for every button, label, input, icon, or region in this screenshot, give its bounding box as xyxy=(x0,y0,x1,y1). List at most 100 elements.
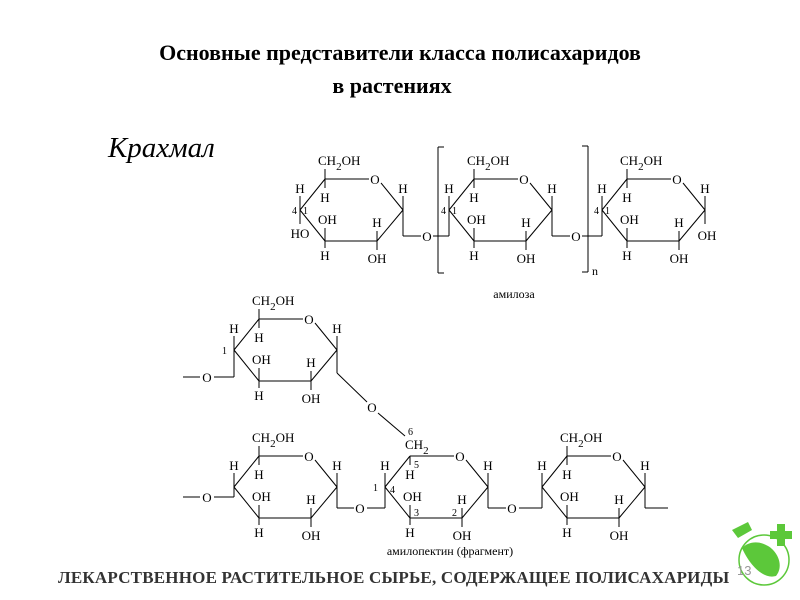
h-label: H xyxy=(229,321,238,336)
carbon-number: 5 xyxy=(414,460,419,471)
ch2oh-group-part: CH xyxy=(252,430,270,445)
glycosidic-oxygen: O xyxy=(422,229,431,244)
ch2-group-part: CH xyxy=(405,437,423,452)
ring-bond xyxy=(465,459,489,488)
h-label: H xyxy=(640,458,649,473)
h-label: H xyxy=(622,190,631,205)
ring-bond xyxy=(384,486,411,519)
h-label: H xyxy=(229,458,238,473)
oh-label: OH xyxy=(368,251,387,266)
glycosidic-oxygen: O xyxy=(202,490,211,505)
h-label: H xyxy=(398,181,407,196)
bond-line xyxy=(336,372,368,403)
h-label: H xyxy=(537,458,546,473)
oh-label: OH xyxy=(560,489,579,504)
h-label: H xyxy=(295,181,304,196)
h-label: H xyxy=(562,525,571,540)
h-label: H xyxy=(405,525,414,540)
ring-bond xyxy=(384,455,411,488)
carbon-number: 4 xyxy=(441,206,446,217)
ch2oh-group-part: OH xyxy=(584,430,603,445)
ch2oh-group-part: OH xyxy=(276,430,295,445)
amylose-caption: амилоза xyxy=(493,287,535,301)
h-label: H xyxy=(306,355,315,370)
h-label: H xyxy=(483,458,492,473)
glycosidic-oxygen: O xyxy=(355,501,364,516)
h-label: H xyxy=(254,388,263,403)
ring-bond xyxy=(233,349,260,382)
ch2oh-group-part: CH xyxy=(467,153,485,168)
h-label: H xyxy=(254,525,263,540)
h-label: H xyxy=(332,321,341,336)
bond-line xyxy=(377,412,406,437)
oh-label: OH xyxy=(302,391,321,406)
carbon-number: 2 xyxy=(452,508,457,519)
carbon-number: 1 xyxy=(222,346,227,357)
ring-oxygen: O xyxy=(455,449,464,464)
page-number: 13 xyxy=(737,563,752,578)
oh-label: OH xyxy=(453,528,472,543)
h-label: H xyxy=(614,492,623,507)
ch2oh-group-part: 2 xyxy=(336,161,342,173)
h-label: H xyxy=(521,215,530,230)
slide-title-line2: в растениях xyxy=(332,73,452,98)
ch2oh-group: CH2OH xyxy=(467,153,509,173)
h-label: H xyxy=(254,467,263,482)
h-label: H xyxy=(254,330,263,345)
h-label: H xyxy=(547,181,556,196)
oh-label: OH xyxy=(318,212,337,227)
ch2oh-group: CH2OH xyxy=(560,430,602,450)
ch2oh-group-part: OH xyxy=(491,153,510,168)
ring-bond xyxy=(299,178,326,211)
oh-label: OH xyxy=(517,251,536,266)
ch2oh-group-part: CH xyxy=(252,293,270,308)
h-label: H xyxy=(469,248,478,263)
carbon-number: 1 xyxy=(373,483,378,494)
ring-bond xyxy=(376,209,404,242)
amylopectin-caption: амилопектин (фрагмент) xyxy=(387,544,513,558)
h-label: H xyxy=(622,248,631,263)
oh-label: OH xyxy=(403,489,422,504)
oh-label: OH xyxy=(252,352,271,367)
ring-bond xyxy=(310,349,338,382)
ring-bond xyxy=(314,459,338,488)
ch2oh-group: CH2OH xyxy=(620,153,662,173)
oh-label: OH xyxy=(302,528,321,543)
slide-title-line1: Основные представители класса полисахари… xyxy=(159,40,641,65)
carbon-number: 4 xyxy=(292,206,297,217)
h-label: H xyxy=(332,458,341,473)
h-label: H xyxy=(444,181,453,196)
oh-label: OH xyxy=(610,528,629,543)
ch2oh-group-part: OH xyxy=(342,153,361,168)
ring-bond xyxy=(601,178,628,211)
ring-bond xyxy=(529,182,553,211)
ch2oh-group-part: OH xyxy=(644,153,663,168)
ring-oxygen: O xyxy=(612,449,621,464)
oh-label: OH xyxy=(698,228,717,243)
h-label: H xyxy=(320,248,329,263)
ho-label: HO xyxy=(291,226,310,241)
glycosidic-oxygen: O xyxy=(507,501,516,516)
ch2oh-group-part: 2 xyxy=(485,161,491,173)
glycosidic-oxygen: O xyxy=(367,400,376,415)
ring-oxygen: O xyxy=(304,312,313,327)
h-label: H xyxy=(469,190,478,205)
h-label: H xyxy=(372,215,381,230)
ch2oh-group: CH2OH xyxy=(318,153,360,173)
carbon-number: 3 xyxy=(414,508,419,519)
ring-bond xyxy=(678,209,706,242)
repeat-index: n xyxy=(592,264,598,278)
ch2oh-group-part: 2 xyxy=(638,161,644,173)
ch2oh-group: CH2OH xyxy=(252,293,294,313)
h-label: H xyxy=(457,492,466,507)
ch2oh-group-part: CH xyxy=(620,153,638,168)
starch-heading: Крахмал xyxy=(108,132,215,164)
h-label: H xyxy=(597,181,606,196)
oh-label: OH xyxy=(620,212,639,227)
carbon-number: 1 xyxy=(303,206,308,217)
ring-bond xyxy=(461,486,489,519)
ring-bond xyxy=(233,455,260,488)
h-label: H xyxy=(405,467,414,482)
oh-label: OH xyxy=(252,489,271,504)
